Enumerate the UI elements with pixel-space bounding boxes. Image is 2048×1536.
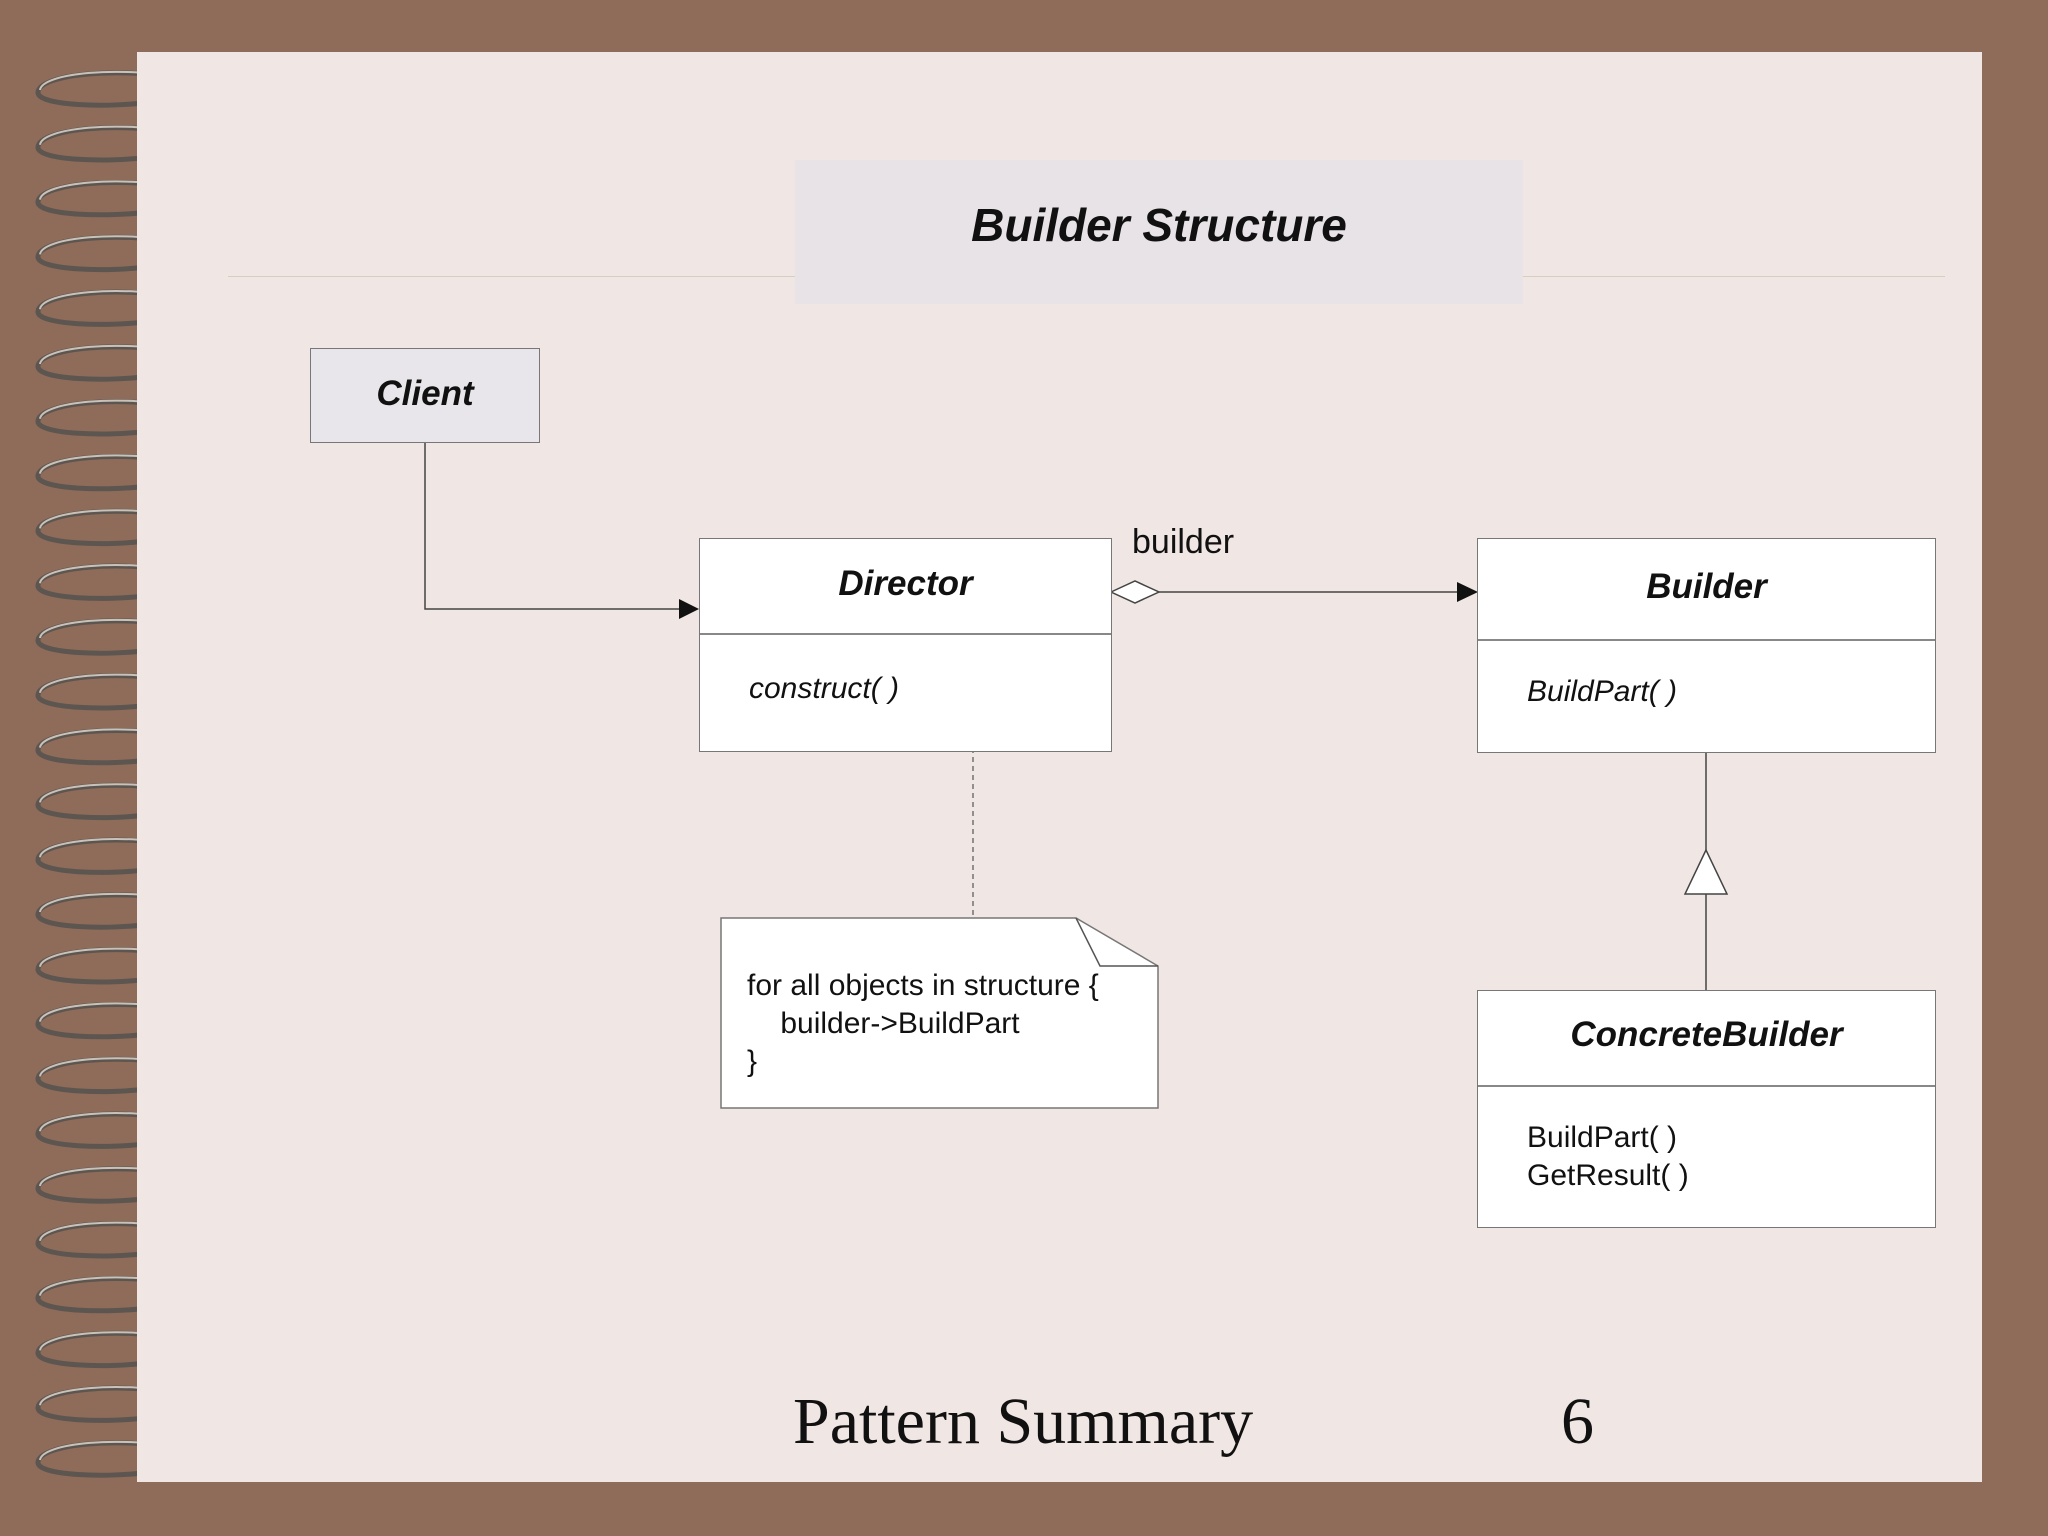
title-rule-left — [228, 276, 795, 277]
builder-class: Builder BuildPart( ) — [1477, 538, 1936, 753]
builder-operation: BuildPart( ) — [1527, 675, 1678, 708]
director-builder-arrowhead — [1457, 582, 1478, 602]
page-number: 6 — [1561, 1385, 1594, 1458]
page-title: Builder Structure — [971, 199, 1347, 251]
concrete-builder-class-name: ConcreteBuilder — [1570, 1015, 1843, 1054]
director-divider — [700, 633, 1111, 635]
client-director-arrowhead — [679, 599, 699, 619]
concrete-builder-class: ConcreteBuilder BuildPart( ) GetResult( … — [1477, 990, 1936, 1228]
note-folded-corner — [1075, 917, 1158, 967]
concrete-builder-operation: BuildPart( ) — [1527, 1121, 1678, 1154]
concrete-builder-operation: GetResult( ) — [1527, 1159, 1689, 1192]
association-label: builder — [1132, 523, 1235, 561]
client-class: Client — [310, 348, 540, 443]
note-line: } — [747, 1045, 758, 1078]
note-line: builder->BuildPart — [747, 1007, 1020, 1040]
builder-class-name: Builder — [1646, 567, 1767, 606]
note-line: for all objects in structure { — [747, 969, 1099, 1002]
director-operation: construct( ) — [749, 672, 900, 705]
concrete-builder-divider — [1478, 1085, 1935, 1087]
director-class: Director construct( ) — [699, 538, 1112, 752]
title-band — [795, 160, 1523, 304]
client-class-name: Client — [376, 374, 474, 413]
director-class-name: Director — [838, 564, 973, 603]
title-rule-right — [1523, 276, 1945, 277]
client-director-line — [424, 442, 680, 610]
footer-title: Pattern Summary — [793, 1385, 1254, 1458]
builder-divider — [1478, 639, 1935, 641]
